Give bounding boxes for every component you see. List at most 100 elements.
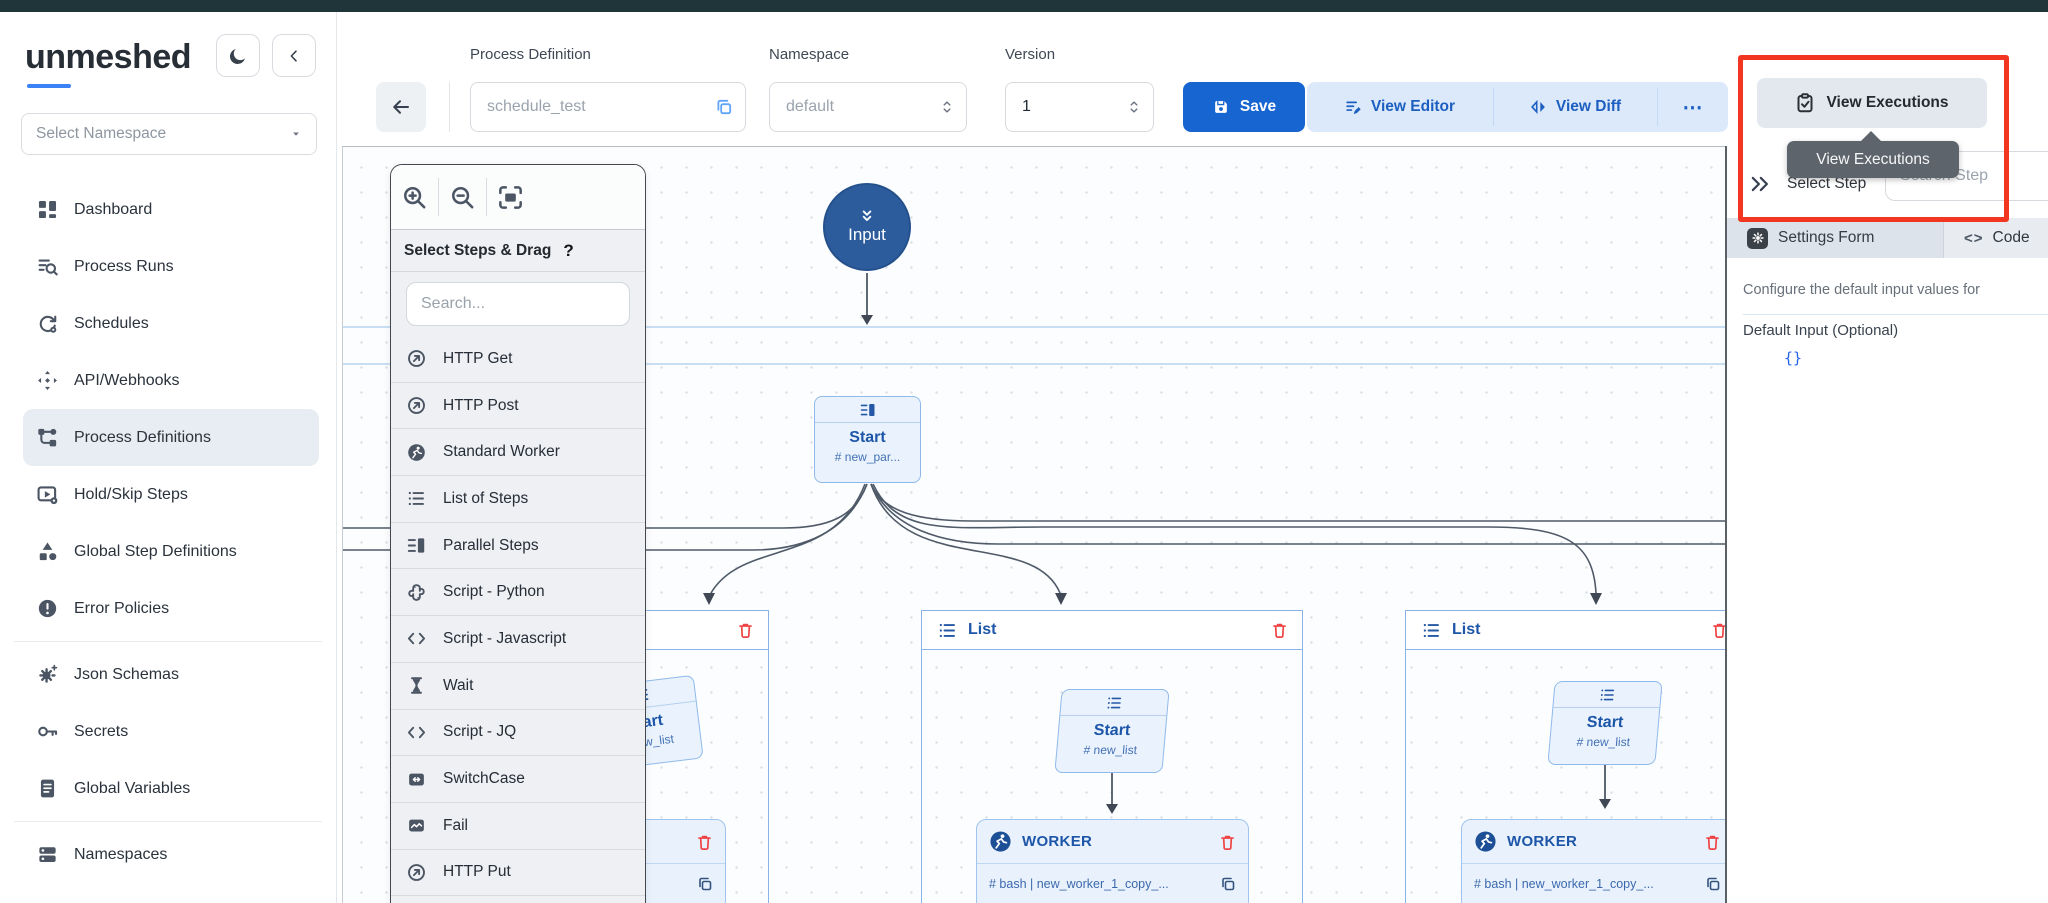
trash-icon[interactable] — [1711, 621, 1725, 639]
version-input[interactable] — [1022, 98, 1127, 116]
sidebar-item-secrets[interactable]: Secrets — [23, 703, 319, 760]
list-container-header: List — [1406, 611, 1725, 650]
namespace-input[interactable] — [786, 98, 940, 116]
palette-step-label: Fail — [443, 816, 468, 834]
list-icon — [1599, 687, 1616, 703]
list-step-container[interactable]: List — [1405, 610, 1725, 903]
tab-settings-label: Settings Form — [1778, 229, 1875, 246]
copy-icon[interactable] — [697, 876, 713, 892]
back-button[interactable] — [376, 82, 426, 132]
sidebar-collapse-button[interactable] — [272, 34, 316, 77]
worker-icon — [989, 830, 1012, 853]
palette-step-wait[interactable]: Wait — [391, 663, 645, 710]
default-input-json-editor[interactable]: {} — [1784, 349, 1803, 367]
copy-icon[interactable] — [1705, 876, 1721, 892]
schedules-icon — [37, 313, 58, 334]
palette-step-label: Script - Javascript — [443, 629, 567, 647]
sidebar-item-global-step-definitions[interactable]: Global Step Definitions — [23, 523, 319, 580]
trash-icon[interactable] — [696, 833, 713, 851]
view-diff-button[interactable]: View Diff — [1494, 82, 1657, 132]
dark-mode-button[interactable] — [216, 34, 260, 77]
start-node[interactable]: Start # new_list — [1547, 681, 1663, 765]
palette-step-label: HTTP Get — [443, 349, 513, 367]
palette-search-input[interactable] — [406, 282, 630, 326]
sidebar-item-process-definitions[interactable]: Process Definitions — [23, 409, 319, 466]
api-webhooks-icon — [37, 370, 58, 391]
clipboard-check-icon — [1795, 93, 1815, 113]
copy-icon[interactable] — [1220, 876, 1236, 892]
list-icon — [407, 489, 426, 508]
fit-view-button[interactable] — [487, 177, 534, 217]
tab-settings-form[interactable]: Settings Form — [1727, 218, 1943, 258]
palette-step-script-jq[interactable]: Script - JQ — [391, 710, 645, 757]
fit-view-icon — [498, 185, 523, 210]
palette-step-http-put[interactable]: HTTP Put — [391, 850, 645, 897]
sidebar-item-process-runs[interactable]: Process Runs — [23, 238, 319, 295]
start-node-title: Start — [1586, 714, 1625, 731]
trash-icon[interactable] — [737, 621, 754, 639]
worker-node[interactable]: WORKER # bash | new_worker_1_copy_... — [1461, 819, 1725, 903]
sidebar-item-json-schemas[interactable]: Json Schemas — [23, 646, 319, 703]
hourglass-icon — [407, 676, 426, 695]
help-icon[interactable]: ? — [563, 240, 574, 260]
palette-step-list-of-steps[interactable]: List of Steps — [391, 476, 645, 523]
list-container-title: List — [1452, 621, 1481, 638]
palette-step-parallel-steps[interactable]: Parallel Steps — [391, 523, 645, 570]
palette-step-standard-worker[interactable]: Standard Worker — [391, 429, 645, 477]
sidebar-item-error-policies[interactable]: Error Policies — [23, 580, 319, 637]
trash-icon[interactable] — [1271, 621, 1288, 639]
palette-step-label: Script - Python — [443, 583, 545, 601]
double-chevron-right-icon[interactable] — [1749, 173, 1771, 195]
process-definition-field — [470, 82, 746, 132]
copy-icon[interactable] — [715, 98, 733, 116]
start-node[interactable]: Start # new_list — [1054, 689, 1170, 773]
sidebar-item-hold-skip-steps[interactable]: Hold/Skip Steps — [23, 466, 319, 523]
input-node[interactable]: Input — [823, 183, 911, 271]
palette-step-script-python[interactable]: Script - Python — [391, 569, 645, 617]
palette-step-http-post[interactable]: HTTP Post — [391, 383, 645, 430]
zoom-in-button[interactable] — [391, 177, 438, 217]
list-icon — [1106, 695, 1123, 711]
stepper-icon[interactable] — [1127, 96, 1141, 118]
view-editor-button[interactable]: View Editor — [1307, 82, 1493, 132]
more-options-button[interactable]: ⋯ — [1658, 82, 1728, 132]
namespace-field[interactable] — [769, 82, 967, 132]
list-icon — [938, 621, 957, 640]
sidebar-item-api-webhooks[interactable]: API/Webhooks — [23, 352, 319, 409]
stepper-icon[interactable] — [940, 96, 954, 118]
code-icon — [407, 629, 426, 648]
start-node-main[interactable]: Start # new_par... — [814, 396, 921, 483]
namespace-select[interactable]: Select Namespace — [21, 113, 317, 155]
sidebar-item-label: Secrets — [74, 722, 129, 740]
save-button[interactable]: Save — [1183, 82, 1305, 132]
zoom-out-button[interactable] — [439, 177, 486, 217]
palette-title-row: Select Steps & Drag ? — [391, 230, 645, 272]
version-field[interactable] — [1005, 82, 1154, 132]
trash-icon[interactable] — [1219, 833, 1236, 851]
palette-step-script-javascript[interactable]: Script - Javascript — [391, 616, 645, 663]
view-executions-label: View Executions — [1826, 94, 1949, 111]
palette-step-label: SwitchCase — [443, 770, 525, 788]
list-step-container[interactable]: List — [921, 610, 1303, 903]
palette-step-switchcase[interactable]: SwitchCase — [391, 756, 645, 803]
divider — [449, 82, 450, 132]
save-button-label: Save — [1239, 98, 1277, 115]
workflow-canvas[interactable]: Input Start # new_par... List Start # ne… — [342, 146, 1725, 903]
palette-step-fail[interactable]: Fail — [391, 803, 645, 850]
worker-node[interactable]: WORKER # bash | new_worker_1_copy_... — [976, 819, 1249, 903]
switch-icon — [407, 770, 426, 789]
sidebar-item-dashboard[interactable]: Dashboard — [23, 181, 319, 238]
tab-code[interactable]: <> Code — [1943, 218, 2048, 258]
trash-icon[interactable] — [1704, 833, 1721, 851]
sidebar-item-namespaces[interactable]: Namespaces — [23, 826, 319, 883]
process-definition-input[interactable] — [487, 98, 715, 116]
view-executions-button[interactable]: View Executions — [1757, 78, 1987, 128]
sidebar-item-global-variables[interactable]: Global Variables — [23, 760, 319, 817]
sidebar-item-label: Process Definitions — [74, 428, 211, 446]
namespaces-icon — [37, 844, 58, 865]
sidebar-item-schedules[interactable]: Schedules — [23, 295, 319, 352]
sidebar-divider — [14, 821, 322, 822]
top-dark-strip — [0, 0, 2048, 12]
palette-step-http-get[interactable]: HTTP Get — [391, 336, 645, 383]
